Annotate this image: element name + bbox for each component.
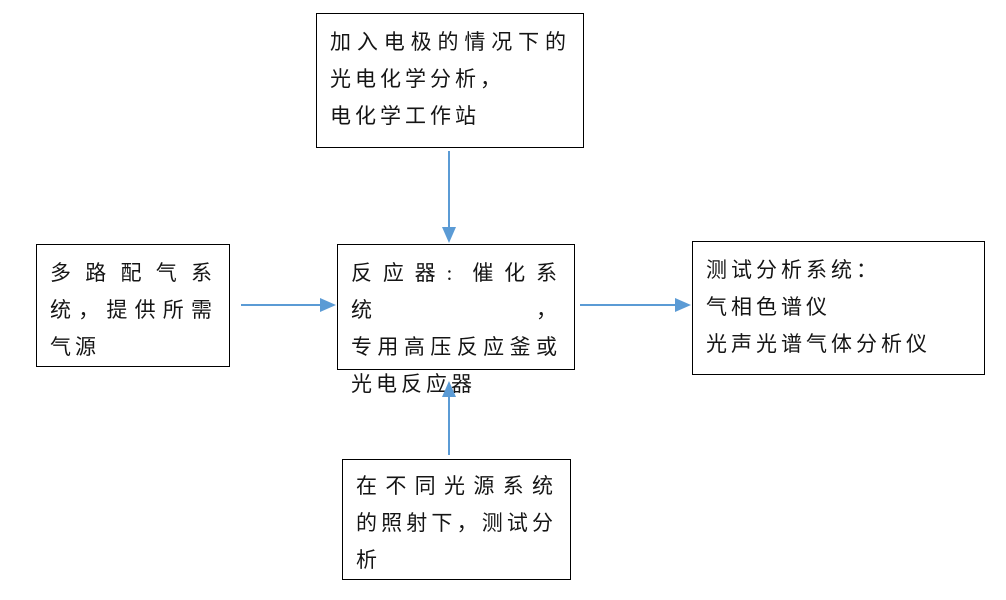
node-text-line: 电化学工作站 (330, 104, 480, 128)
arrow-right-reactor-to-analysis-icon (580, 298, 691, 312)
node-text-line: 反应器: 催化系统， (351, 261, 561, 322)
arrow-right-gas-to-reactor-icon (241, 298, 336, 312)
node-analysis-system: 测试分析系统： 气相色谱仪 光声光谱气体分析仪 (692, 241, 985, 375)
arrow-up-light-to-reactor-icon (442, 381, 456, 455)
node-text-line: 析 (356, 548, 381, 572)
node-reactor: 反应器: 催化系统， 专用高压反应釜或 光电反应器 (337, 244, 575, 396)
node-text-line: 多路配气系 (50, 261, 216, 285)
node-text-line: 光声光谱气体分析仪 (706, 332, 931, 356)
node-electrochemical-workstation: 加入电极的情况下的 光电化学分析， 电化学工作站 (316, 13, 584, 148)
node-text-line: 气源 (50, 335, 100, 359)
arrow-down-electrochemical-to-reactor-icon (442, 151, 456, 243)
arrow-head (320, 298, 336, 312)
node-light-source: 在不同光源系统 的照射下，测试分 析 (342, 459, 571, 580)
node-text-line: 加入电极的情况下的 (330, 30, 570, 54)
arrow-head (442, 381, 456, 397)
node-text-line: 在不同光源系统 (356, 474, 557, 498)
arrow-head (442, 227, 456, 243)
arrow-head (675, 298, 691, 312)
node-text-line: 统，提供所需 (50, 298, 216, 322)
node-text-line: 测试分析系统： (706, 258, 881, 282)
node-text-line: 专用高压反应釜或 (351, 335, 561, 359)
node-text-line: 的照射下，测试分 (356, 511, 557, 535)
node-text-line: 气相色谱仪 (706, 295, 831, 319)
node-gas-supply: 多路配气系 统，提供所需 气源 (36, 244, 230, 367)
node-text-line: 光电化学分析， (330, 67, 505, 91)
